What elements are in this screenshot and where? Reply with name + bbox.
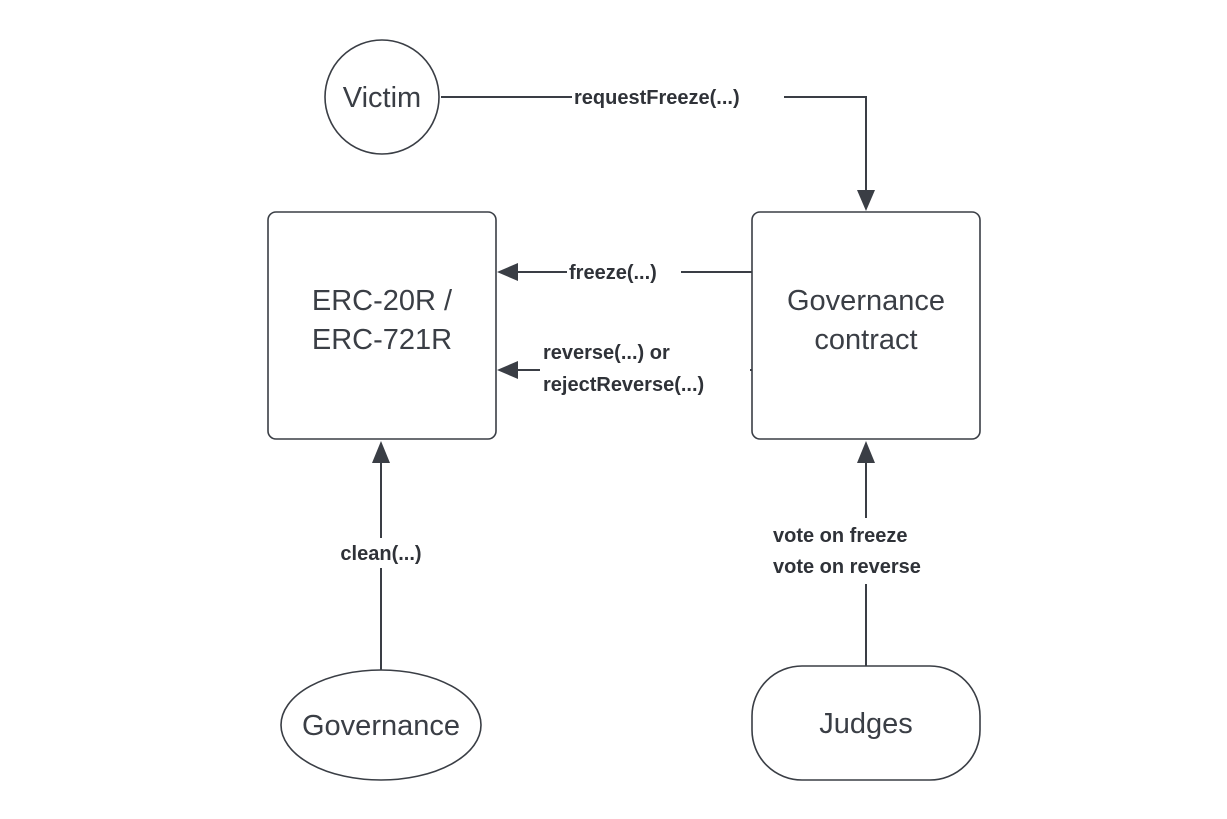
node-judges: Judges: [751, 665, 981, 781]
node-victim: Victim: [324, 39, 440, 155]
node-judges-shape: [751, 665, 981, 781]
edge-clean-label-bg: [328, 538, 436, 568]
node-governance-contract-label-line1: Governance: [787, 285, 945, 317]
edge-votes-arrowhead: [857, 441, 875, 463]
edge-freeze-label-bg: [567, 258, 681, 286]
node-judges-label: Judges: [819, 708, 913, 740]
edge-request-freeze-label-bg: [572, 84, 784, 110]
edge-votes-label-bg: [770, 518, 966, 584]
edge-reverse-label-line2: rejectReverse(...): [543, 374, 704, 396]
edge-reverse-arrowhead: [497, 361, 518, 379]
edge-freeze-arrowhead: [497, 263, 518, 281]
edge-request-freeze-label: requestFreeze(...): [574, 87, 740, 109]
node-governance: Governance: [280, 669, 482, 781]
node-victim-label: Victim: [343, 82, 421, 114]
edge-clean-label: clean(...): [340, 543, 421, 565]
node-governance-contract: Governance contract: [751, 211, 981, 440]
edge-votes-label-line2: vote on reverse: [773, 556, 921, 578]
node-victim-shape: [324, 39, 440, 155]
edge-request-freeze-arrowhead: [857, 190, 875, 211]
edge-freeze-label: freeze(...): [569, 262, 657, 284]
node-erc-shape: [267, 211, 497, 440]
node-erc-label-line1: ERC-20R /: [312, 285, 453, 317]
node-governance-contract-label-line2: contract: [814, 324, 917, 356]
edge-reverse-label-line1: reverse(...) or: [543, 342, 670, 364]
edge-clean-arrowhead: [372, 441, 390, 463]
node-governance-label: Governance: [302, 710, 460, 742]
node-governance-contract-shape: [751, 211, 981, 440]
node-erc: ERC-20R / ERC-721R: [267, 211, 497, 440]
edge-votes-label-line1: vote on freeze: [773, 525, 907, 547]
edge-reverse-label-bg: [540, 338, 750, 400]
node-governance-shape: [280, 669, 482, 781]
edge-request-freeze: [441, 96, 875, 211]
edge-request-freeze-line: [441, 96, 867, 196]
node-erc-label-line2: ERC-721R: [312, 324, 452, 356]
